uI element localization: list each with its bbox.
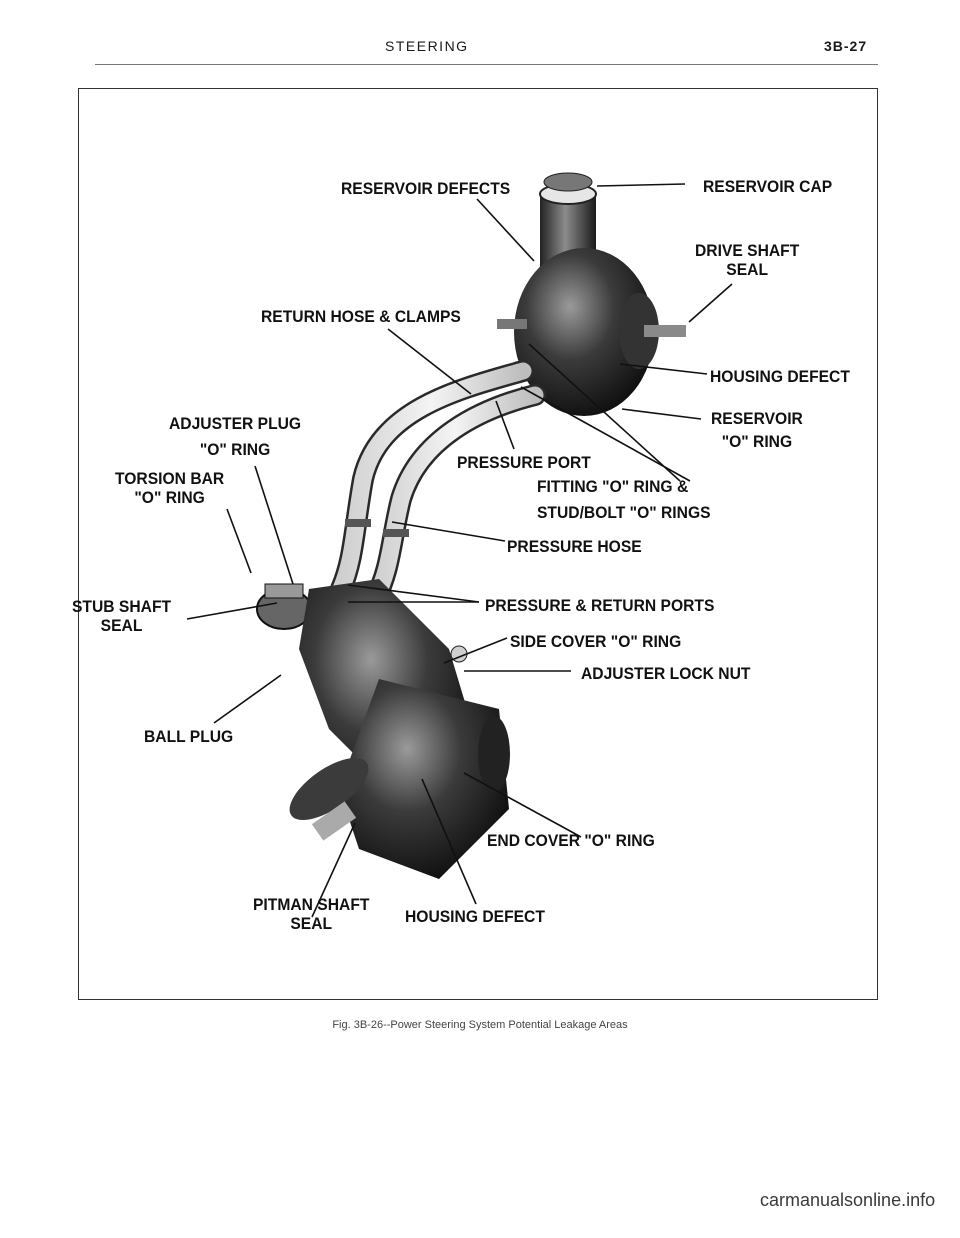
callout-end-cover-o-ring: END COVER "O" RING: [487, 831, 655, 850]
callout-line: STUD/BOLT "O" RINGS: [537, 503, 711, 522]
callout-pressure-hose: PRESSURE HOSE: [507, 537, 642, 556]
callout-line: SEAL: [726, 260, 768, 279]
steering-system-illustration: [186, 172, 733, 918]
steering-gear: [256, 579, 510, 879]
callout-line: "O" RING: [199, 440, 271, 459]
running-head: STEERING 3B-27: [0, 38, 960, 60]
callout-reservoir-o-ring: RESERVOIR "O" RING: [711, 409, 803, 451]
hose-assembly: [330, 360, 546, 610]
callout-adjuster-plug-o-ring: ADJUSTER PLUG "O" RING: [169, 414, 301, 459]
header-rule: [95, 64, 878, 65]
callout-line: STUB SHAFT: [72, 597, 172, 616]
callout-stub-shaft-seal: STUB SHAFT SEAL: [72, 597, 171, 635]
callout-reservoir-cap: RESERVOIR CAP: [703, 177, 833, 196]
callout-line: ADJUSTER PLUG: [169, 414, 302, 433]
callout-pitman-shaft-seal: PITMAN SHAFT SEAL: [253, 895, 369, 933]
callout-line: SEAL: [290, 914, 333, 933]
callout-pressure-port: PRESSURE PORT: [457, 453, 591, 472]
callout-side-cover-o-ring: SIDE COVER "O" RING: [510, 632, 682, 651]
callout-drive-shaft-seal: DRIVE SHAFT SEAL: [695, 241, 799, 279]
callout-housing-defect-top: HOUSING DEFECT: [710, 367, 850, 386]
callout-pressure-return-ports: PRESSURE & RETURN PORTS: [485, 596, 715, 615]
figure-frame: RESERVOIR DEFECTS RESERVOIR CAP DRIVE SH…: [72, 88, 878, 1000]
page-number: 3B-27: [824, 38, 868, 54]
callout-reservoir-defects: RESERVOIR DEFECTS: [341, 179, 511, 198]
footer-watermark: carmanualsonline.info: [760, 1190, 936, 1210]
section-title: STEERING: [385, 38, 469, 54]
callout-ball-plug: BALL PLUG: [144, 727, 234, 746]
callout-line: PITMAN SHAFT: [253, 895, 370, 914]
callout-fitting-o-rings: FITTING "O" RING & STUD/BOLT "O" RINGS: [537, 477, 711, 522]
figure-caption: Fig. 3B-26--Power Steering System Potent…: [332, 1019, 628, 1031]
callout-housing-defect-bottom: HOUSING DEFECT: [405, 907, 545, 926]
callout-line: DRIVE SHAFT: [695, 241, 800, 260]
callout-line: "O" RING: [134, 488, 205, 507]
callout-return-hose-clamps: RETURN HOSE & CLAMPS: [261, 307, 461, 326]
callout-line: FITTING "O" RING &: [537, 477, 689, 496]
callout-line: TORSION BAR: [115, 469, 225, 488]
callout-adjuster-lock-nut: ADJUSTER LOCK NUT: [581, 664, 751, 683]
callout-line: SEAL: [100, 616, 143, 635]
leader-lines: [186, 183, 733, 918]
callout-torsion-bar-o-ring: TORSION BAR "O" RING: [115, 469, 224, 507]
callout-line: "O" RING: [721, 432, 793, 451]
pump-assembly: [497, 172, 686, 416]
callout-line: RESERVOIR: [711, 409, 803, 428]
